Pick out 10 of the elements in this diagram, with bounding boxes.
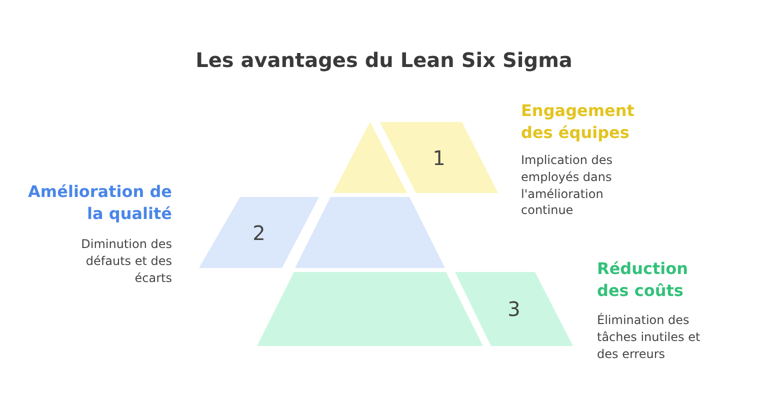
benefit-heading: Engagement des équipes xyxy=(521,100,636,144)
step-number: 3 xyxy=(506,297,522,321)
benefit-heading: Amélioration de la qualité xyxy=(27,181,172,224)
diagram-title: Les avantages du Lean Six Sigma xyxy=(194,48,574,72)
benefit-description: Diminution des défauts et des écarts xyxy=(80,236,172,286)
step-number: 1 xyxy=(432,146,446,170)
benefit-description: Élimination des tâches inutiles et des erreurs xyxy=(597,312,702,362)
benefit-description: Implication des employés dans l'amélioration continue xyxy=(521,152,614,220)
benefit-heading: Réduction des coûts xyxy=(597,258,690,302)
step-number: 2 xyxy=(252,220,266,244)
